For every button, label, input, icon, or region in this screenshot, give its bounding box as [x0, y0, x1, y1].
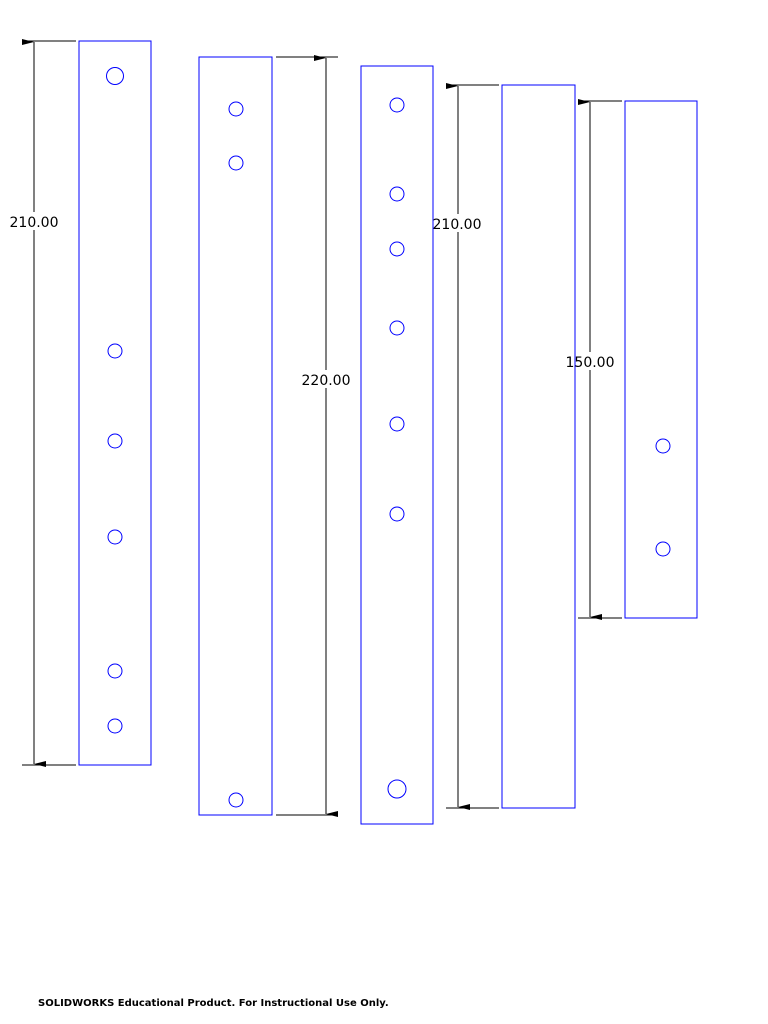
part-3-hole [389, 320, 405, 336]
part-3-hole [389, 241, 405, 257]
part-5-hole [655, 541, 671, 557]
part-1-hole [107, 529, 123, 545]
part-3 [360, 65, 434, 825]
part-3-hole [389, 186, 405, 202]
part-1-hole [107, 433, 123, 449]
dimension-1-label: 210.00 [10, 215, 59, 231]
part-2-hole [228, 155, 244, 171]
dimension-4-label: 150.00 [566, 355, 615, 371]
part-2-hole [228, 792, 244, 808]
dimension-3 [446, 83, 499, 810]
part-2-hole [228, 101, 244, 117]
part-4 [501, 84, 576, 809]
part-2-outline [198, 56, 273, 816]
part-1-hole [107, 343, 123, 359]
dimension-4 [578, 99, 622, 620]
part-3-outline [360, 65, 434, 825]
part-1-outline [78, 40, 152, 766]
part-3-hole [389, 97, 405, 113]
educational-watermark: SOLIDWORKS Educational Product. For Inst… [38, 998, 389, 1009]
part-1-hole [106, 67, 124, 85]
part-2 [198, 56, 273, 816]
part-4-outline [501, 84, 576, 809]
part-5 [624, 100, 698, 619]
part-5-outline [624, 100, 698, 619]
dimension-3-label: 210.00 [433, 217, 482, 233]
part-5-hole [655, 438, 671, 454]
part-3-hole [389, 416, 405, 432]
part-3-hole [389, 506, 405, 522]
dimension-2 [276, 55, 338, 817]
part-1-hole [107, 663, 123, 679]
part-1 [78, 40, 152, 766]
part-3-hole [387, 779, 407, 799]
part-1-hole [107, 718, 123, 734]
dimension-2-label: 220.00 [302, 373, 351, 389]
dimension-1 [22, 39, 76, 767]
